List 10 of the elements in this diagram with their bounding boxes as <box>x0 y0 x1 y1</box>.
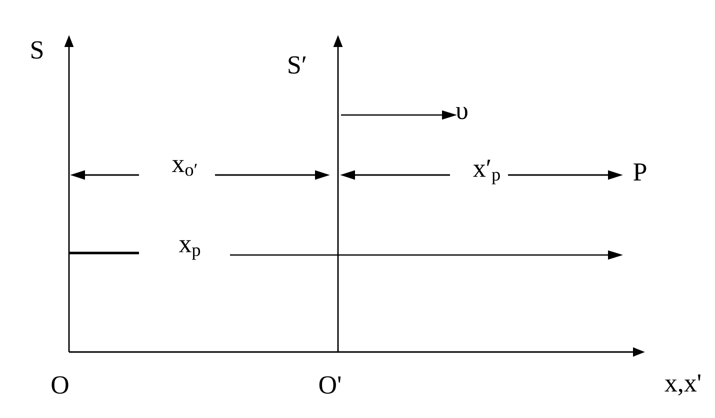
axis-label: x,x' <box>664 374 700 396</box>
dimension-label: x$_{p}$ <box>178 240 200 260</box>
axis-label: S′ <box>288 56 306 74</box>
dimension-label: x$_{o′}$ <box>172 160 197 176</box>
velocity-label: υ <box>456 106 468 120</box>
origin-label: O' <box>319 376 341 394</box>
dimension-label: x′$_{p}$ <box>473 160 500 184</box>
point-label: P <box>634 164 646 180</box>
axis-label: S <box>32 41 43 59</box>
origin-label: O <box>52 376 68 394</box>
